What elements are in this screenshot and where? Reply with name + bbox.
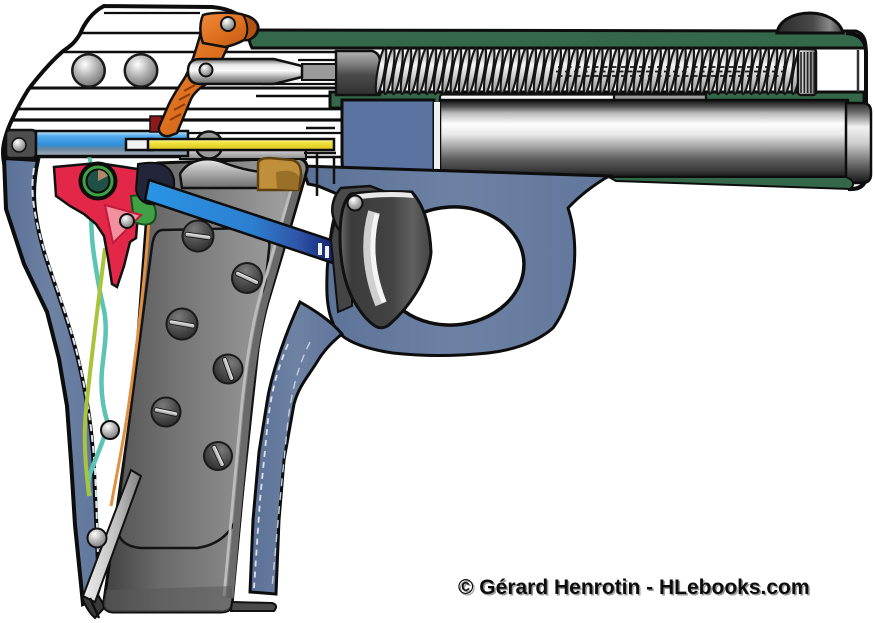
svg-text:© Gérard Henrotin - HLebooks.c: © Gérard Henrotin - HLebooks.com	[458, 576, 810, 599]
svg-text:© Gérard Henrotin - HLebooks.c: © Gérard Henrotin - HLebooks.com	[460, 578, 812, 601]
